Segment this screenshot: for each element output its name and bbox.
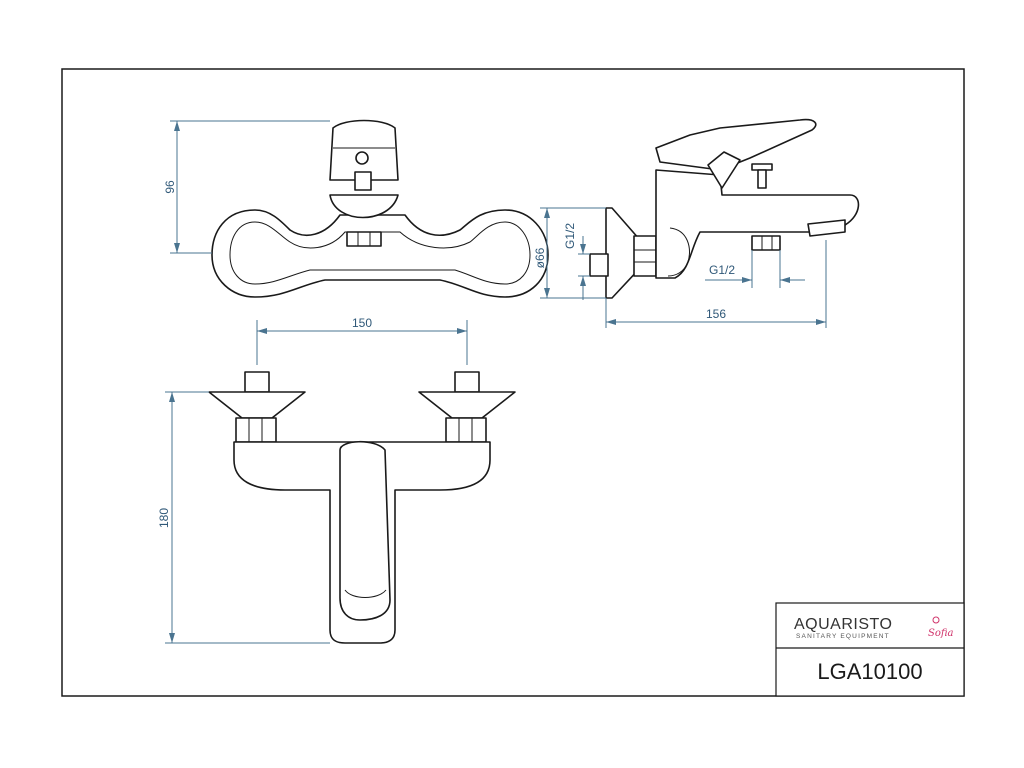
dim-height-front: 180 bbox=[157, 508, 171, 528]
brand-logo-script: Sofia bbox=[928, 628, 954, 639]
product-code: LGA10100 bbox=[817, 659, 922, 684]
dim-height-top: 96 bbox=[163, 180, 177, 194]
dim-width-between: 150 bbox=[352, 316, 372, 330]
brand-accent-icon bbox=[932, 616, 940, 624]
dim-thread-inlet: G1/2 bbox=[563, 223, 577, 249]
dim-diameter-side: ø66 bbox=[533, 247, 547, 268]
dim-length-side: 156 bbox=[706, 307, 726, 321]
front-view: 150 180 bbox=[157, 316, 516, 644]
top-view: 96 bbox=[163, 119, 549, 298]
brand-logo-subtitle: SANITARY EQUIPMENT bbox=[796, 633, 890, 640]
brand-logo-text: AQUARISTO bbox=[794, 616, 892, 633]
title-block: AQUARISTO SANITARY EQUIPMENT Sofia LGA10… bbox=[775, 602, 965, 697]
side-view: ø66 G1/2 G1/2 156 bbox=[533, 118, 860, 328]
dim-thread-outlet: G1/2 bbox=[709, 263, 735, 277]
drawing-frame bbox=[61, 68, 965, 697]
